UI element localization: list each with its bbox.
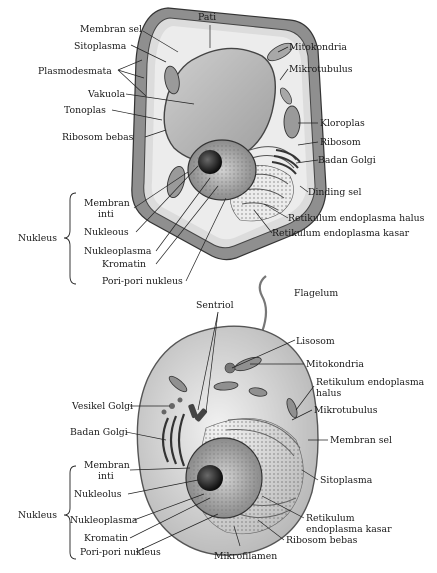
label-badan-golgi-animal: Badan Golgi (70, 427, 128, 438)
animal-labels: Sentriol Flagelum Lisosom Mitokondria Re… (18, 288, 425, 562)
plant-chloroplast-2 (166, 165, 186, 199)
plant-mitochondrion-2 (279, 87, 293, 105)
label-membran-inti-line1: Membran (84, 198, 130, 209)
label-re-kasar: Retikulum endoplasma kasar (272, 228, 410, 239)
label-nukleus-animal: Nukleus (18, 510, 57, 521)
plant-chloroplast (283, 105, 301, 139)
label-pati: Pati (198, 12, 216, 23)
label-tonoplas: Tonoplas (64, 105, 106, 116)
animal-leader-lines (63, 311, 328, 560)
label-nukleoplasma: Nukleoplasma (84, 246, 152, 257)
plant-cell-illustration (131, 7, 327, 261)
animal-golgi (161, 413, 186, 467)
label-mikrotubulus-animal: Mikrotubulus (314, 405, 378, 416)
label-flagelum: Flagelum (294, 288, 338, 299)
label-kloroplas: Kloroplas (320, 118, 365, 129)
label-pori-pori: Pori-pori nukleus (102, 276, 183, 287)
label-badan-golgi: Badan Golgi (318, 155, 376, 166)
plant-golgi (271, 149, 301, 175)
label-dinding-sel: Dinding sel (308, 187, 362, 198)
label-re-halus: Retikulum endoplasma halus (288, 213, 425, 224)
label-vakuola: Vakuola (87, 89, 126, 100)
plant-leader-lines (63, 25, 319, 285)
plant-chloroplast-3 (164, 65, 180, 95)
label-ribosom-bebas-animal: Ribosom bebas (286, 535, 358, 546)
plant-labels: Pati Membran sel Sitoplasma Plasmodesmat… (18, 12, 425, 287)
label-re-kasar-animal-line2: endoplasma kasar (306, 524, 392, 535)
label-membran-sel: Membran sel (80, 24, 142, 35)
label-re-halus-line2: halus (316, 388, 341, 399)
label-membran-sel-animal: Membran sel (330, 435, 392, 446)
label-sitoplasma: Sitoplasma (74, 41, 127, 52)
animal-mitochondrion-2 (168, 375, 188, 393)
label-sitoplasma-animal: Sitoplasma (320, 475, 373, 486)
animal-cell-illustration (136, 275, 319, 556)
label-nukleus: Nukleus (18, 233, 57, 244)
animal-mitochondrion-3 (213, 381, 239, 391)
animal-mitochondrion-4 (286, 398, 298, 418)
label-nukleoplasma-animal: Nukleoplasma (70, 515, 138, 526)
label-plasmodesmata: Plasmodesmata (38, 66, 112, 77)
label-membran-inti-animal-line2: inti (98, 471, 114, 482)
label-membran-inti-animal-line1: Membran (84, 460, 130, 471)
plant-nucleolus (198, 150, 222, 174)
label-mikrotubulus: Mikrotubulus (289, 64, 353, 75)
animal-lysosome (224, 362, 236, 374)
label-vesikel-golgi: Vesikel Golgi (71, 401, 133, 412)
label-nukleous: Nukleous (84, 227, 129, 238)
label-re-kasar-animal-line1: Retikulum (306, 513, 355, 524)
label-kromatin: Kromatin (102, 259, 146, 270)
label-mitokondria-animal: Mitokondria (306, 359, 364, 370)
label-re-halus-line1: Retikulum endoplasma (316, 377, 425, 388)
label-kromatin-animal: Kromatin (84, 533, 128, 544)
label-ribosom: Ribosom (320, 137, 361, 148)
animal-flagellum (258, 275, 268, 333)
label-nukleolus: Nukleolus (74, 489, 122, 500)
label-pori-pori-animal: Pori-pori nukleus (80, 547, 161, 558)
label-mikrofilamen: Mikrofilamen (214, 551, 277, 562)
label-mitokondria: Mitokondria (289, 42, 347, 53)
label-ribosom-bebas: Ribosom bebas (62, 132, 134, 143)
label-sentriol: Sentriol (196, 300, 234, 311)
animal-golgi-vesicle (169, 403, 175, 409)
animal-nucleolus (197, 465, 223, 491)
animal-mitochondrion-5 (248, 387, 268, 397)
animal-centriole (188, 403, 207, 422)
label-membran-inti-line2: inti (98, 209, 114, 220)
label-lisosom: Lisosom (296, 336, 335, 347)
